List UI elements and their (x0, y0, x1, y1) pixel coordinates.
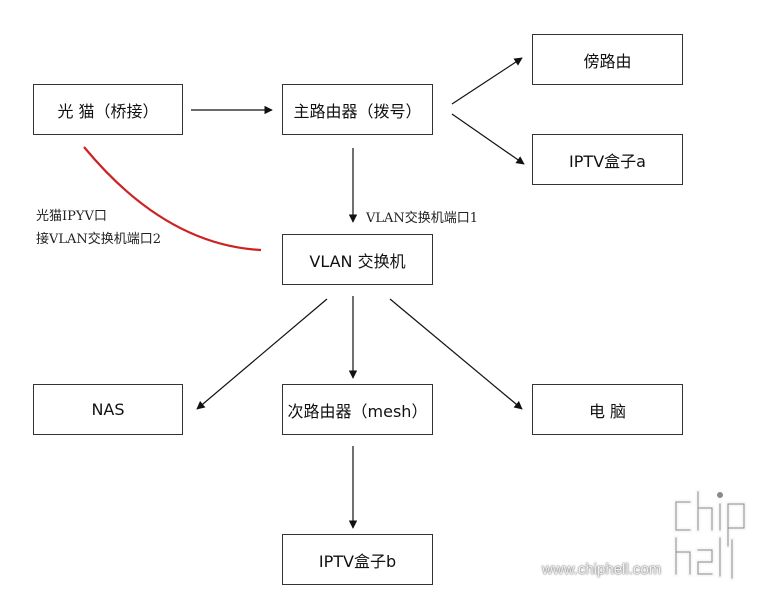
annotation-switch-port-1: VLAN交换机端口1 (366, 211, 479, 226)
arrow-switch-to-nas (196, 298, 328, 410)
annotation-modem-to-switch-port-2: 接VLAN交换机端口2 (36, 232, 162, 247)
iptv-link-curve (83, 146, 262, 252)
node-bypass-router: 傍路由 (532, 34, 683, 85)
arrow-main-router-to-iptv-a (451, 113, 525, 165)
node-secondary-router: 次路由器（mesh） (282, 384, 433, 435)
node-nas: NAS (33, 384, 183, 435)
node-computer: 电 脑 (532, 384, 683, 435)
chiphell-logo-icon (673, 489, 747, 581)
arrow-switch-to-computer (389, 298, 523, 410)
node-vlan-switch: VLAN 交换机 (282, 234, 433, 285)
node-main-router: 主路由器（拨号） (282, 84, 433, 135)
node-iptv-box-a: IPTV盒子a (532, 134, 683, 185)
arrow-main-router-to-bypass (451, 57, 523, 105)
node-modem: 光 猫（桥接） (33, 84, 183, 135)
node-iptv-box-b: IPTV盒子b (282, 534, 433, 585)
watermark-site-text: www.chiphell.com (542, 561, 662, 578)
annotation-modem-iptv-port: 光猫IPYV口 (36, 209, 107, 224)
